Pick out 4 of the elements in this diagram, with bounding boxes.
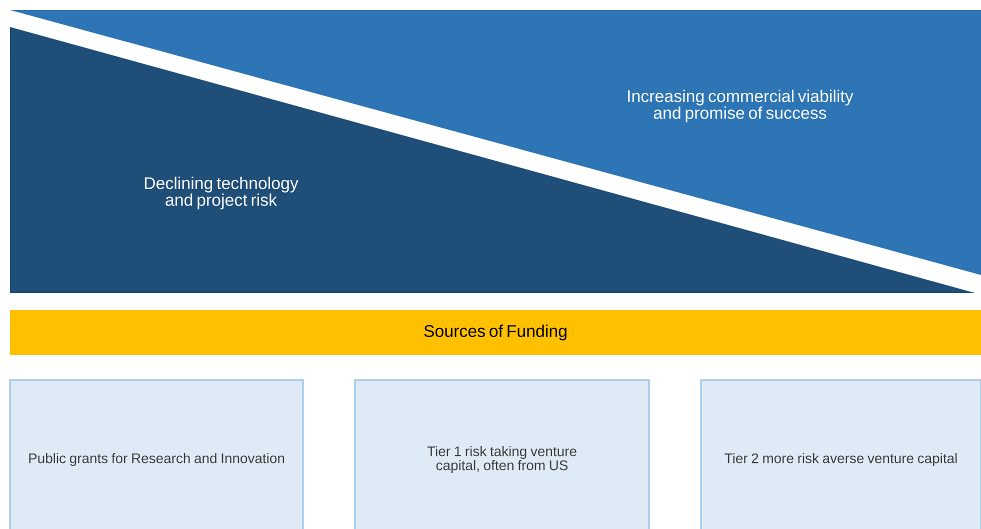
funding-box: Tier 1 risk taking venture capital, often from US — [354, 379, 650, 529]
funding-box: Public grants for Research and Innovation — [9, 379, 304, 529]
funding-banner: Sources of Funding — [10, 310, 981, 355]
funding-box: Tier 2 more risk averse venture capital — [700, 379, 981, 529]
